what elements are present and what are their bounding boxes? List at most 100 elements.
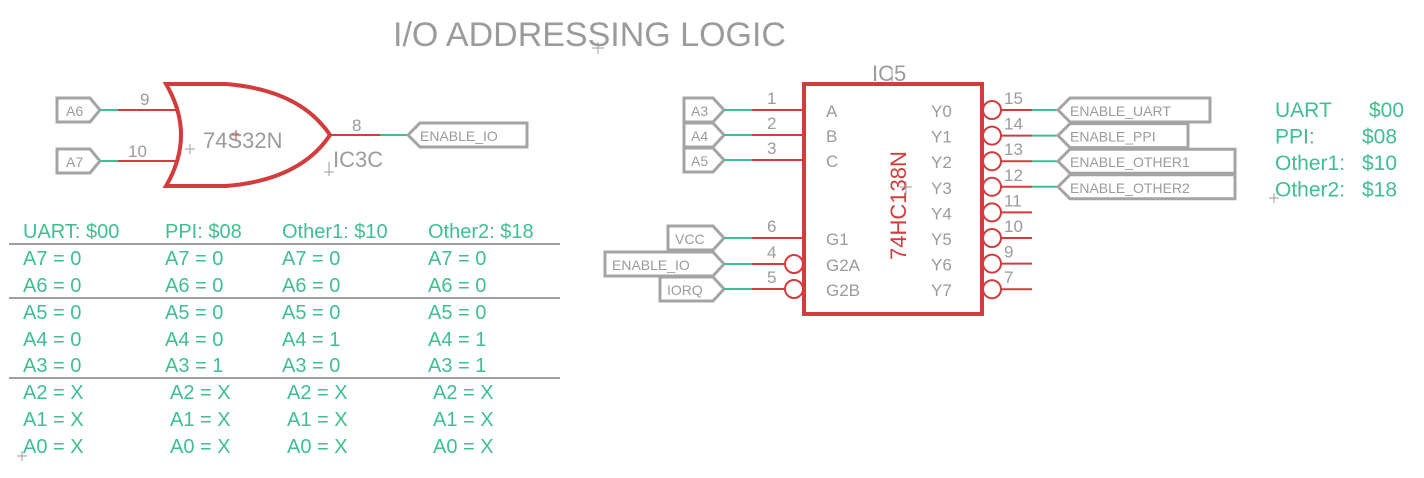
svg-text:A6: A6	[66, 103, 83, 119]
table-cell: A5 = 0	[165, 302, 223, 324]
pin-number: 3	[767, 139, 776, 158]
net-label-enable-io[interactable]: ENABLE_IO	[405, 121, 529, 149]
svg-text:IORQ: IORQ	[667, 282, 703, 298]
inversion-bubble	[982, 279, 1002, 300]
decoder-ref: IC5	[872, 61, 906, 86]
pin-name: A	[826, 102, 838, 121]
decoder-pin-y7: Y7 7	[931, 268, 1032, 300]
pin-name: Y1	[931, 128, 952, 147]
table-cell: A3 = 1	[165, 355, 223, 377]
decoder-pin-y4: Y4 11	[931, 191, 1032, 223]
net-label-iorq[interactable]: IORQ	[658, 275, 727, 303]
pin-name: G2A	[826, 256, 861, 275]
decoder-origin-cross	[900, 181, 912, 195]
pin-name: B	[826, 127, 837, 146]
net-label-a5[interactable]: A5	[682, 146, 727, 174]
table-cell: A5 = 0	[428, 302, 486, 324]
net-label-a6[interactable]: A6	[55, 96, 102, 124]
origin-cross	[592, 42, 604, 54]
net-label-a4[interactable]: A4	[682, 121, 727, 149]
net-label-vcc[interactable]: VCC	[666, 224, 727, 252]
or-gate-symbol	[162, 82, 333, 188]
device-address: $00	[1369, 99, 1404, 122]
svg-text:ENABLE_PPI: ENABLE_PPI	[1070, 129, 1156, 145]
pin-name: G2B	[826, 281, 860, 300]
net-label-enable-other1[interactable]: ENABLE_OTHER1	[1055, 147, 1237, 175]
table-cell: A1 = X	[433, 409, 494, 431]
svg-text:ENABLE_UART: ENABLE_UART	[1070, 103, 1171, 119]
net-label-a3[interactable]: A3	[682, 96, 727, 124]
inversion-bubble	[982, 151, 1002, 172]
table-cell: A6 = 0	[23, 275, 81, 297]
table-cell: A4 = 1	[428, 329, 486, 351]
table-cell: A2 = X	[287, 382, 348, 404]
pin-number: 1	[767, 89, 776, 108]
address-map-row: PPI: $08	[1275, 126, 1397, 149]
device-name: Other1:	[1275, 152, 1345, 175]
net-label-a7[interactable]: A7	[55, 147, 102, 175]
svg-text:VCC: VCC	[675, 231, 705, 247]
decoder-pin-g1: VCC 6G1	[666, 217, 849, 252]
device-name: PPI:	[1275, 126, 1315, 149]
pin-number: 13	[1004, 140, 1023, 159]
pin-number-8: 8	[352, 116, 361, 135]
device-address: $18	[1362, 179, 1397, 202]
pin-name: G1	[826, 230, 849, 249]
decoder-ic5[interactable]: IC5 74HC138N A31AA42BA53CVCC6G1ENABLE_IO…	[603, 61, 1237, 316]
pin-number-9: 9	[140, 90, 149, 109]
pin-number: 14	[1004, 115, 1023, 134]
pin-number: 4	[767, 243, 776, 262]
pin-number: 11	[1004, 191, 1022, 210]
net-label-enable-uart[interactable]: ENABLE_UART	[1055, 96, 1212, 124]
part-origin-cross	[185, 144, 195, 154]
pin-number: 12	[1004, 166, 1023, 185]
table-cell: A1 = X	[23, 409, 84, 431]
net-label-enable-other2[interactable]: ENABLE_OTHER2	[1055, 173, 1237, 201]
pin-number: 6	[767, 217, 776, 236]
table-cell: A1 = X	[287, 409, 348, 431]
sheet-title: I/O ADDRESSING LOGIC	[393, 16, 786, 54]
or-gate-ic3c[interactable]: A6 A7 9 10 74S32N IC3C 8 ENABLE_IO	[55, 82, 529, 188]
pin-number: 7	[1004, 268, 1013, 287]
gate-center-cross	[231, 130, 241, 140]
decoder-pin-y6: Y69	[931, 243, 1032, 275]
pin-name: Y3	[931, 179, 952, 198]
device-name: UART	[1275, 99, 1332, 122]
inversion-bubble	[982, 228, 1002, 248]
address-map-row: Other2:$18	[1275, 179, 1397, 202]
table-cell: A0 = X	[170, 436, 231, 458]
net-label-enable-ppi[interactable]: ENABLE_PPI	[1055, 122, 1190, 150]
inversion-bubble	[982, 176, 1002, 197]
or-gate-ref: IC3C	[333, 147, 383, 172]
device-address: $08	[1362, 126, 1397, 149]
table-cell: A3 = 0	[23, 355, 81, 377]
pin-number-10: 10	[128, 142, 147, 161]
table-cell: A6 = 0	[428, 275, 486, 297]
net-label-enable-io[interactable]: ENABLE_IO	[603, 250, 727, 278]
pin-name: Y7	[931, 281, 952, 300]
table-cell: A7 = 0	[165, 248, 223, 270]
pin-name: Y6	[931, 256, 952, 275]
pin-name: Y4	[931, 204, 952, 223]
pin-number: 15	[1004, 89, 1023, 108]
decoder-pin-y3: Y3 12 ENABLE_OTHER2	[931, 166, 1237, 201]
address-map-row: UART $00	[1275, 99, 1404, 122]
table-cell: A4 = 0	[23, 329, 81, 351]
table-cell: A3 = 0	[282, 355, 340, 377]
device-address: $10	[1362, 152, 1397, 175]
table-cell: A6 = 0	[282, 275, 340, 297]
table-cell: A2 = X	[170, 382, 231, 404]
